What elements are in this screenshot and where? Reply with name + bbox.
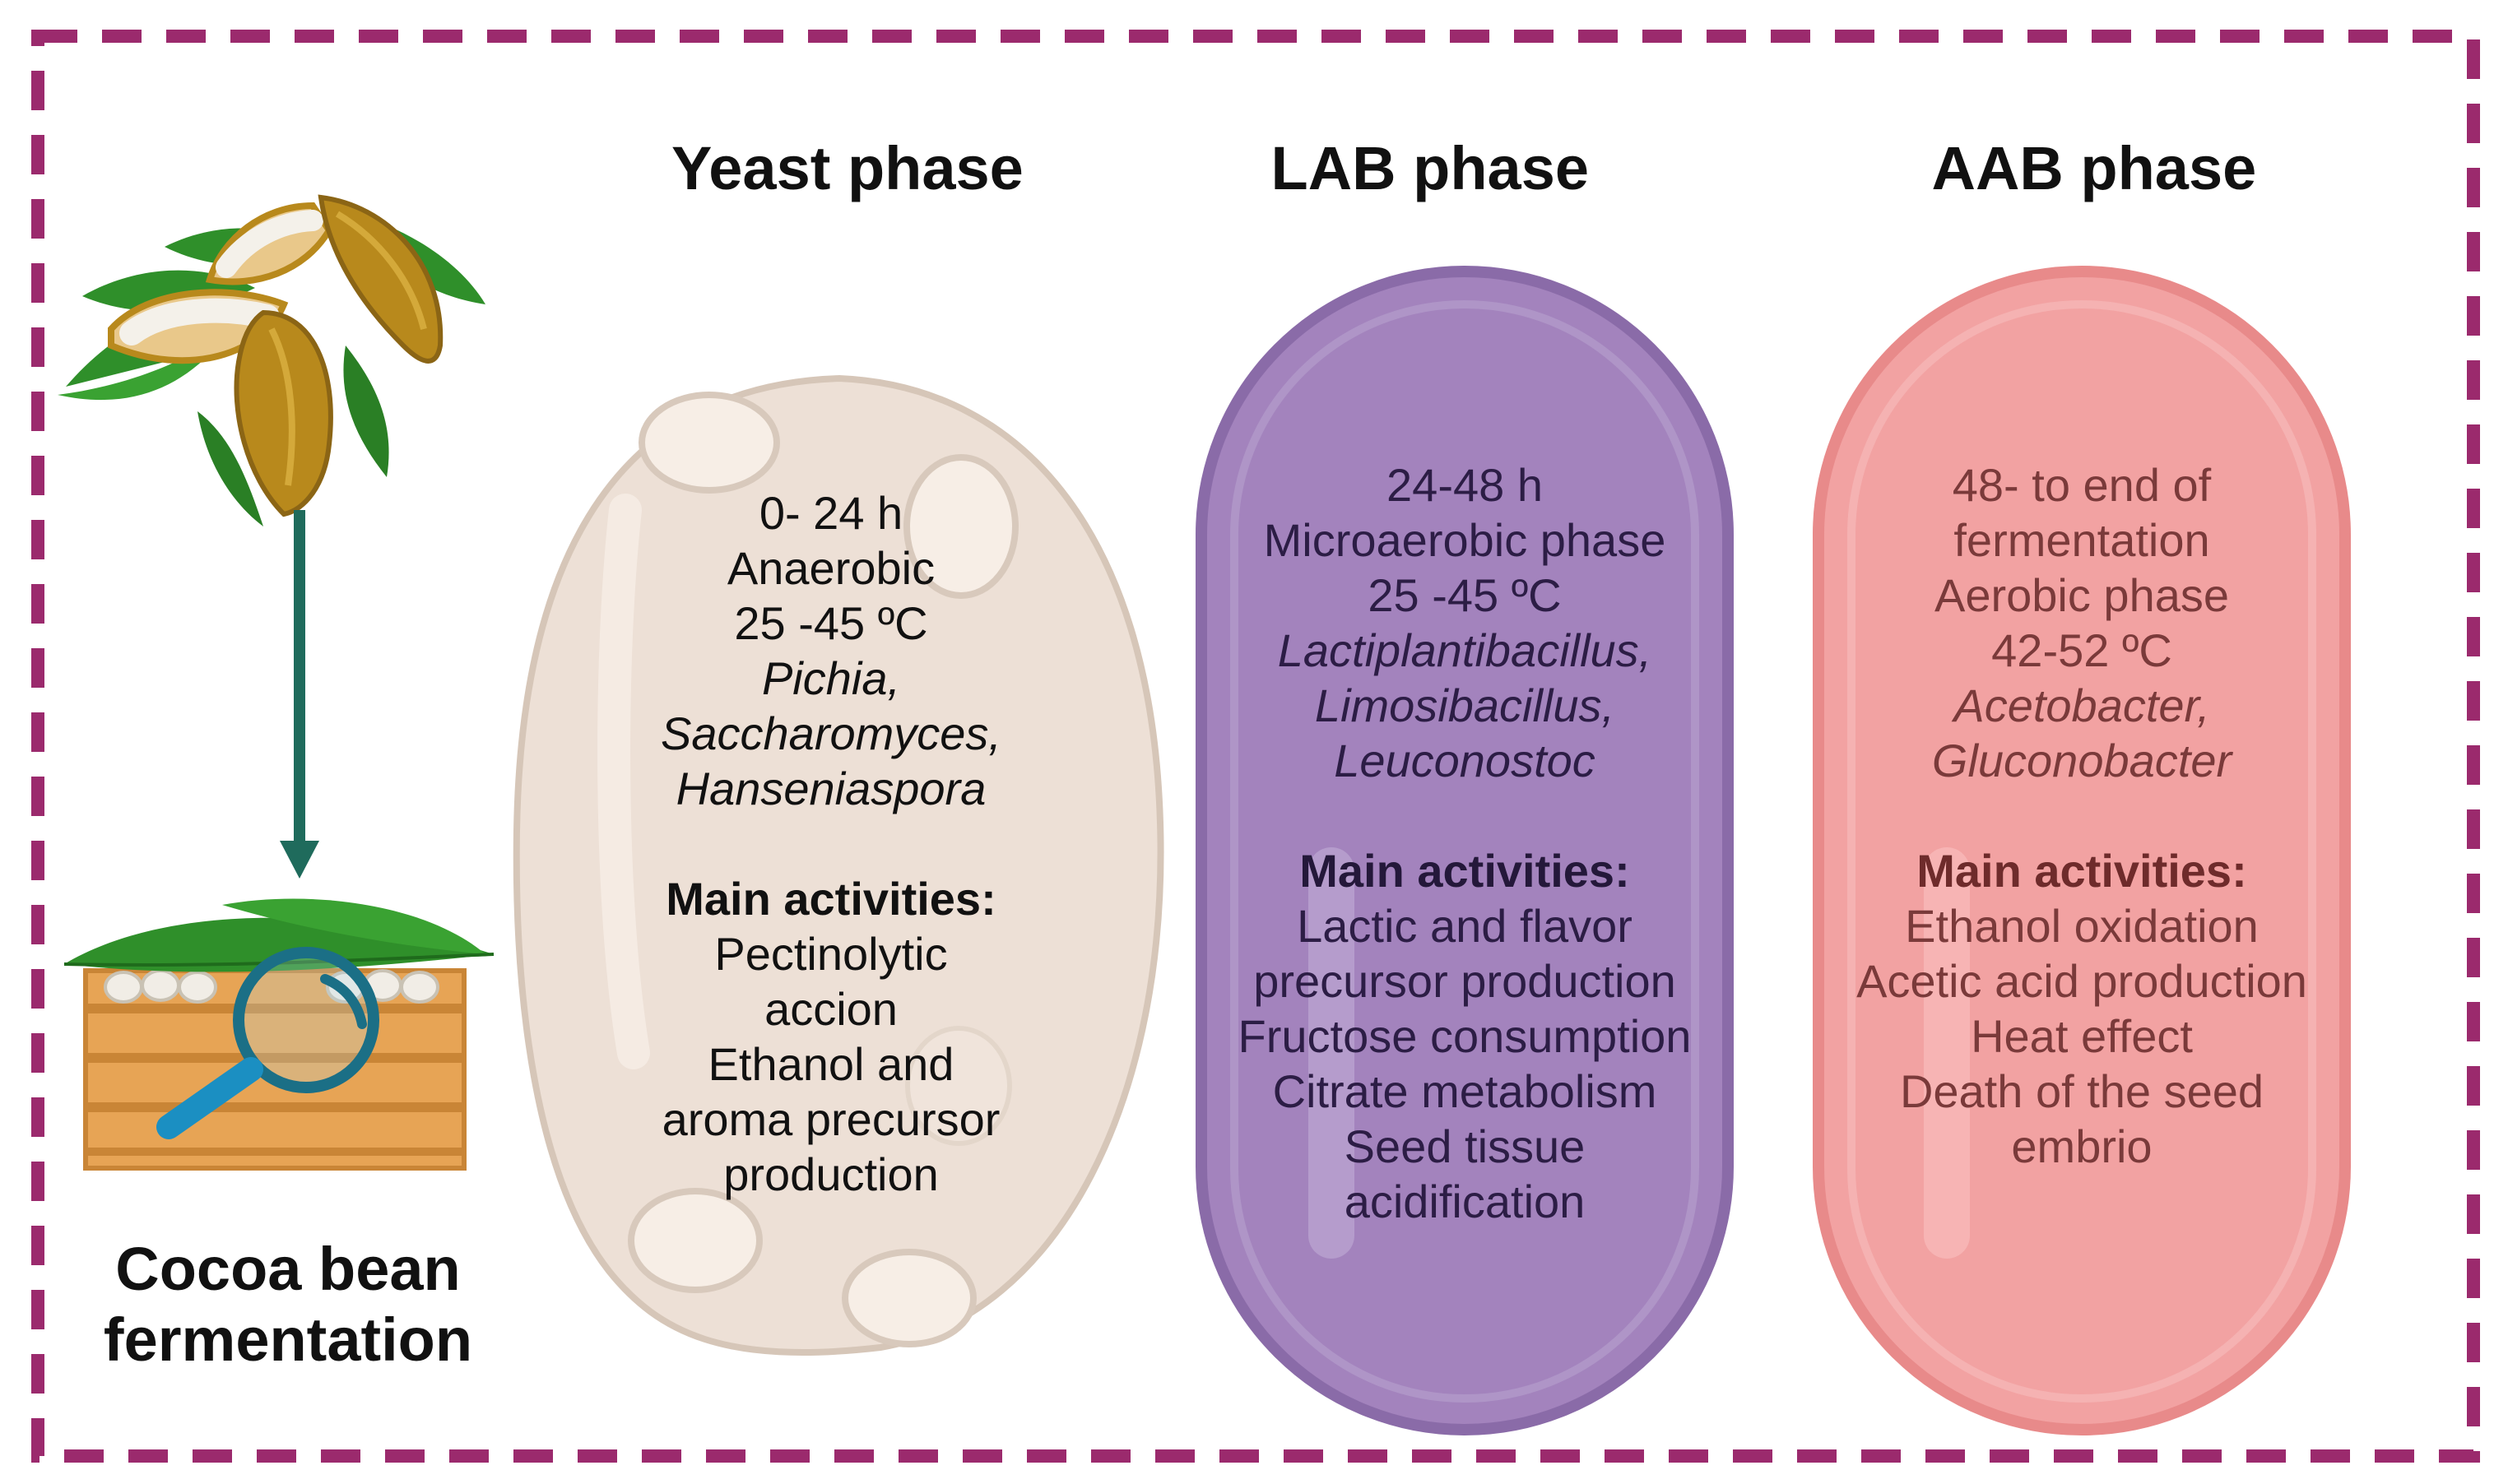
aab-activity: Death of the seed: [1899, 1065, 2264, 1117]
yeast-condition: Anaerobic: [727, 542, 936, 594]
fermentation-crate-icon: [63, 898, 495, 1171]
lab-organism: Limosibacillus,: [1314, 679, 1615, 731]
aab-temperature: 42-52 ºC: [1991, 624, 2172, 676]
down-arrow-icon: [280, 510, 319, 879]
aab-organism: Acetobacter,: [1953, 679, 2210, 731]
lab-temperature: 25 -45 ºC: [1368, 569, 1562, 621]
yeast-temperature: 25 -45 ºC: [734, 597, 928, 649]
yeast-organism: Saccharomyces,: [661, 707, 1001, 759]
cocoa-pod-icon: [58, 194, 485, 526]
aab-activity: Ethanol oxidation: [1905, 900, 2259, 952]
aab-phase-details: 48- to end of fermentation Aerobic phase…: [1818, 457, 2345, 1174]
yeast-activity: Pectinolytic: [714, 928, 948, 980]
lab-phase-details: 24-48 h Microaerobic phase 25 -45 ºC Lac…: [1201, 457, 1728, 1229]
yeast-activity: aroma precursor: [662, 1093, 1001, 1145]
yeast-organism: Hanseniaspora: [676, 763, 987, 814]
lab-activities-heading: Main activities:: [1299, 845, 1630, 897]
aab-capsule-shape: [1813, 266, 2351, 1435]
aab-organism: Gluconobacter: [1931, 735, 2232, 786]
aab-activity: Acetic acid production: [1856, 955, 2307, 1007]
aab-phase-title: AAB phase: [1931, 134, 2257, 202]
lab-phase-title: LAB phase: [1270, 134, 1590, 202]
lab-activity: acidification: [1344, 1176, 1586, 1227]
yeast-activities-heading: Main activities:: [666, 873, 996, 925]
yeast-activity: production: [723, 1148, 939, 1200]
lab-organism: Lactiplantibacillus,: [1277, 624, 1652, 676]
yeast-organism: Pichia,: [761, 652, 901, 704]
cocoa-title-line: Cocoa bean: [115, 1235, 461, 1303]
lab-condition: Microaerobic phase: [1263, 514, 1666, 566]
lab-time: 24-48 h: [1386, 459, 1543, 511]
yeast-activity: accion: [764, 983, 898, 1035]
yeast-cell-shape: [513, 374, 1164, 1356]
aab-time: fermentation: [1953, 514, 2210, 566]
aab-activity: embrio: [2011, 1120, 2153, 1172]
lab-organism: Leuconostoc: [1334, 735, 1595, 786]
yeast-phase-title: Yeast phase: [671, 134, 1024, 202]
yeast-phase-details: 0- 24 h Anaerobic 25 -45 ºC Pichia, Sacc…: [601, 485, 1061, 1202]
cocoa-title-line: fermentation: [103, 1305, 473, 1374]
aab-activities-heading: Main activities:: [1916, 845, 2247, 897]
lab-activity: Citrate metabolism: [1272, 1065, 1657, 1117]
aab-time: 48- to end of: [1952, 459, 2212, 511]
dashed-frame: [31, 30, 2480, 1463]
lab-activity: Seed tissue: [1344, 1120, 1586, 1172]
magnifier-icon: [156, 947, 379, 1139]
yeast-time: 0- 24 h: [759, 487, 903, 539]
yeast-activity: Ethanol and: [708, 1038, 954, 1090]
lab-activity: Lactic and flavor: [1297, 900, 1633, 952]
lab-activity: Fructose consumption: [1238, 1010, 1692, 1062]
aab-condition: Aerobic phase: [1934, 569, 2229, 621]
lab-activity: precursor production: [1253, 955, 1676, 1007]
lab-capsule-shape: [1196, 266, 1734, 1435]
aab-activity: Heat effect: [1971, 1010, 2193, 1062]
cocoa-fermentation-label: Cocoa bean fermentation: [33, 1234, 543, 1375]
